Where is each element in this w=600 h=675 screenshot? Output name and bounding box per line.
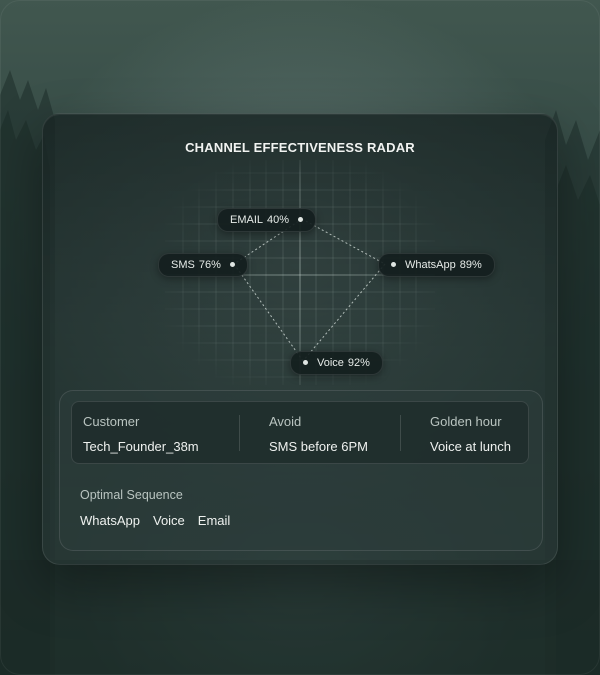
avoid-value: SMS before 6PM [269,439,368,454]
channel-value-voice: 92% [347,357,370,369]
customer-value: Tech_Founder_38m [83,439,199,454]
point-dot-sms [229,261,235,267]
sequence-item: Voice [152,513,185,528]
column-divider [400,415,401,451]
radar-title: CHANNEL EFFECTIVENESS RADAR [185,140,415,155]
channel-name-sms: SMS [171,259,195,271]
channel-value-email: 40% [267,214,290,226]
column-divider [239,415,240,451]
channel-value-whatsapp: 89% [459,259,482,271]
golden-hour-value: Voice at lunch [430,439,511,454]
golden-hour-label: Golden hour [430,414,502,429]
channel-name-email: EMAIL [230,214,264,226]
channel-name-whatsapp: WhatsApp [405,259,456,271]
customer-label: Customer [83,414,140,429]
radar-polygon [233,218,386,362]
sequence-item: Email [197,513,231,528]
channel-name-voice: Voice [317,357,344,369]
point-dot-voice [303,359,308,365]
point-dot-email [298,216,304,222]
avoid-label: Avoid [269,414,302,429]
channel-value-sms: 76% [198,259,221,271]
optimal-sequence-list: WhatsApp Voice Email [80,513,243,528]
sequence-item: WhatsApp [80,513,140,528]
point-dot-whatsapp [391,261,396,267]
customer-info-strip: Customer Tech_Founder_38m Avoid SMS befo… [71,401,529,464]
optimal-sequence-label: Optimal Sequence [80,488,183,502]
